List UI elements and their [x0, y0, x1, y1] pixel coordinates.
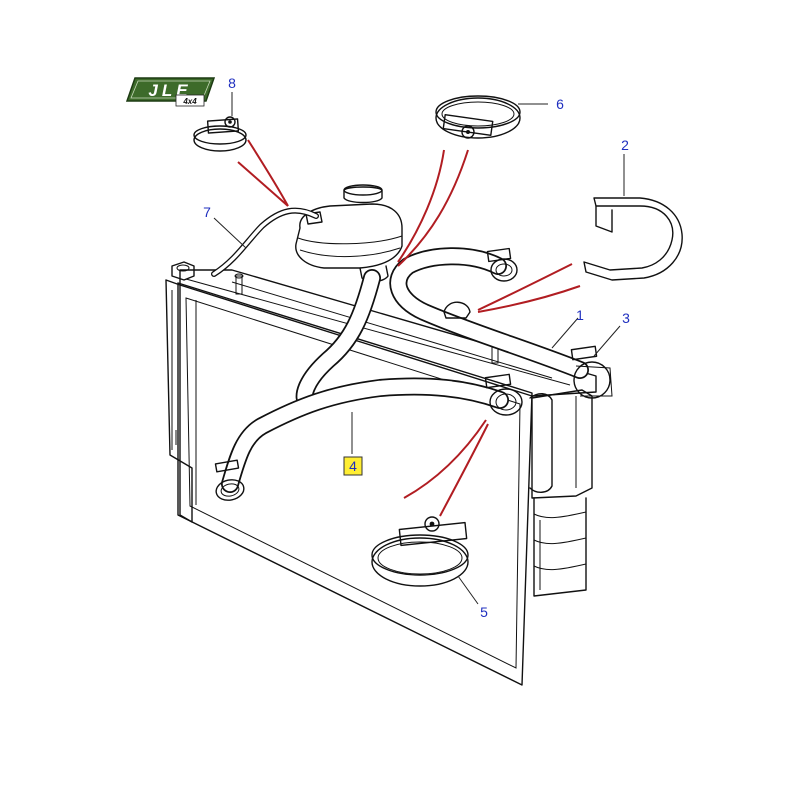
expansion-tank — [295, 184, 403, 283]
callout-3: 3 — [622, 310, 630, 326]
callout-6: 6 — [556, 96, 564, 112]
top-hose-1 — [389, 247, 613, 399]
brand-logo: JLE 4x4 — [125, 77, 216, 107]
hose-clamp-part-8 — [193, 116, 247, 152]
bleed-hose-7 — [211, 207, 319, 277]
black-leader-lines — [213, 92, 625, 605]
callout-1: 1 — [576, 307, 584, 323]
callout-4: 4 — [349, 458, 357, 474]
bracket-part-2 — [583, 197, 683, 281]
callout-4-highlight — [343, 456, 363, 476]
radiator — [165, 261, 597, 686]
callout-labels: 1 2 3 4 5 6 7 8 — [203, 75, 630, 620]
callout-8: 8 — [228, 75, 236, 91]
mounting-bolt — [171, 261, 195, 281]
hose-clamp-part-5 — [371, 516, 469, 587]
callout-7: 7 — [203, 204, 211, 220]
hose-clamp-part-6 — [435, 95, 521, 139]
red-leader-lines — [237, 139, 581, 517]
logo-subtext: 4x4 — [182, 97, 197, 106]
callout-5: 5 — [480, 604, 488, 620]
tank-hose — [295, 269, 381, 413]
callout-2: 2 — [621, 137, 629, 153]
bottom-hose-4 — [214, 373, 523, 501]
